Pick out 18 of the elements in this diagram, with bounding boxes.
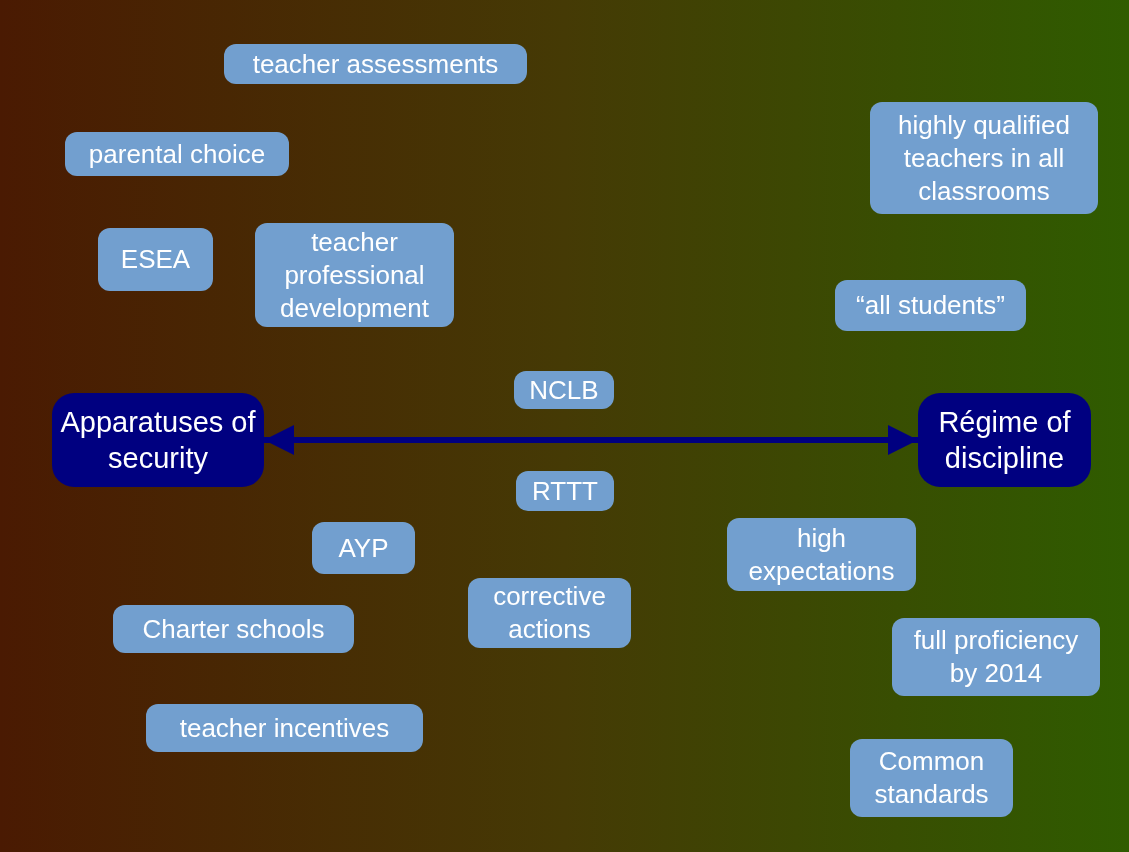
concept-box: NCLB bbox=[514, 371, 614, 409]
endpoint-box: Apparatuses of security bbox=[52, 393, 264, 487]
concept-box: highly qualified teachers in all classrooms bbox=[870, 102, 1098, 214]
concept-box: parental choice bbox=[65, 132, 289, 176]
concept-box: Common standards bbox=[850, 739, 1013, 817]
concept-box: AYP bbox=[312, 522, 415, 574]
concept-box: “all students” bbox=[835, 280, 1026, 331]
double-arrow bbox=[264, 425, 918, 455]
concept-box: corrective actions bbox=[468, 578, 631, 648]
concept-box: RTTT bbox=[516, 471, 614, 511]
concept-box: full proficiency by 2014 bbox=[892, 618, 1100, 696]
concept-box: teacher professional development bbox=[255, 223, 454, 327]
concept-box: ESEA bbox=[98, 228, 213, 291]
endpoint-box: Régime of discipline bbox=[918, 393, 1091, 487]
concept-box: teacher assessments bbox=[224, 44, 527, 84]
concept-box: high expectations bbox=[727, 518, 916, 591]
concept-box: teacher incentives bbox=[146, 704, 423, 752]
concept-box: Charter schools bbox=[113, 605, 354, 653]
